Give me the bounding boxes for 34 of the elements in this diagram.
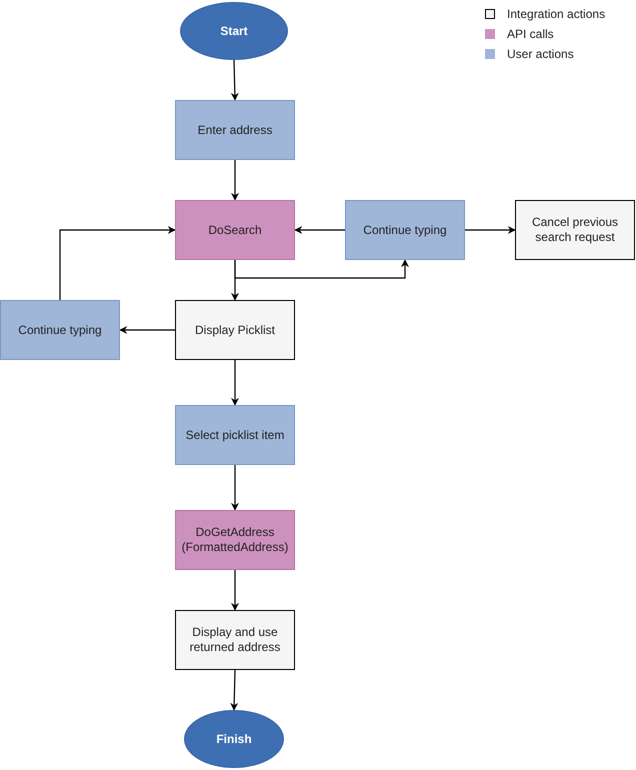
node-label: Cancel previous search request bbox=[530, 215, 620, 245]
arrow bbox=[231, 465, 239, 511]
node-label: Continue typing bbox=[363, 222, 447, 238]
node-label: Display Picklist bbox=[194, 322, 275, 338]
node-label: DoGetAddress (FormattedAddress) bbox=[180, 525, 290, 555]
arrow bbox=[230, 60, 239, 101]
arrow bbox=[59, 226, 176, 300]
arrow bbox=[230, 670, 238, 711]
legend-label: User actions bbox=[507, 47, 574, 61]
node-label: Display and use returned address bbox=[188, 625, 282, 655]
arrow bbox=[231, 360, 239, 406]
process-box bbox=[515, 200, 635, 260]
arrow bbox=[234, 259, 409, 279]
arrow bbox=[119, 326, 175, 334]
process-box bbox=[175, 100, 295, 160]
node-label: Select picklist item bbox=[186, 428, 284, 442]
node-label: Enter address bbox=[198, 122, 272, 138]
process-box bbox=[345, 200, 465, 260]
node-label: Start bbox=[220, 24, 248, 38]
process-box bbox=[175, 405, 295, 465]
arrow bbox=[294, 226, 345, 234]
arrow bbox=[231, 160, 239, 201]
node-label: Finish bbox=[216, 732, 252, 746]
node-label: DoSearch bbox=[208, 222, 262, 238]
process-box bbox=[0, 300, 120, 360]
legend-label: Integration actions bbox=[507, 7, 606, 21]
legend-label: API calls bbox=[507, 27, 554, 41]
arrow bbox=[465, 226, 516, 234]
process-box bbox=[175, 510, 295, 570]
process-box bbox=[175, 610, 295, 670]
process-box bbox=[175, 200, 295, 260]
arrow bbox=[231, 570, 239, 611]
node-label: Continue typing bbox=[18, 322, 102, 338]
process-box bbox=[175, 300, 295, 360]
